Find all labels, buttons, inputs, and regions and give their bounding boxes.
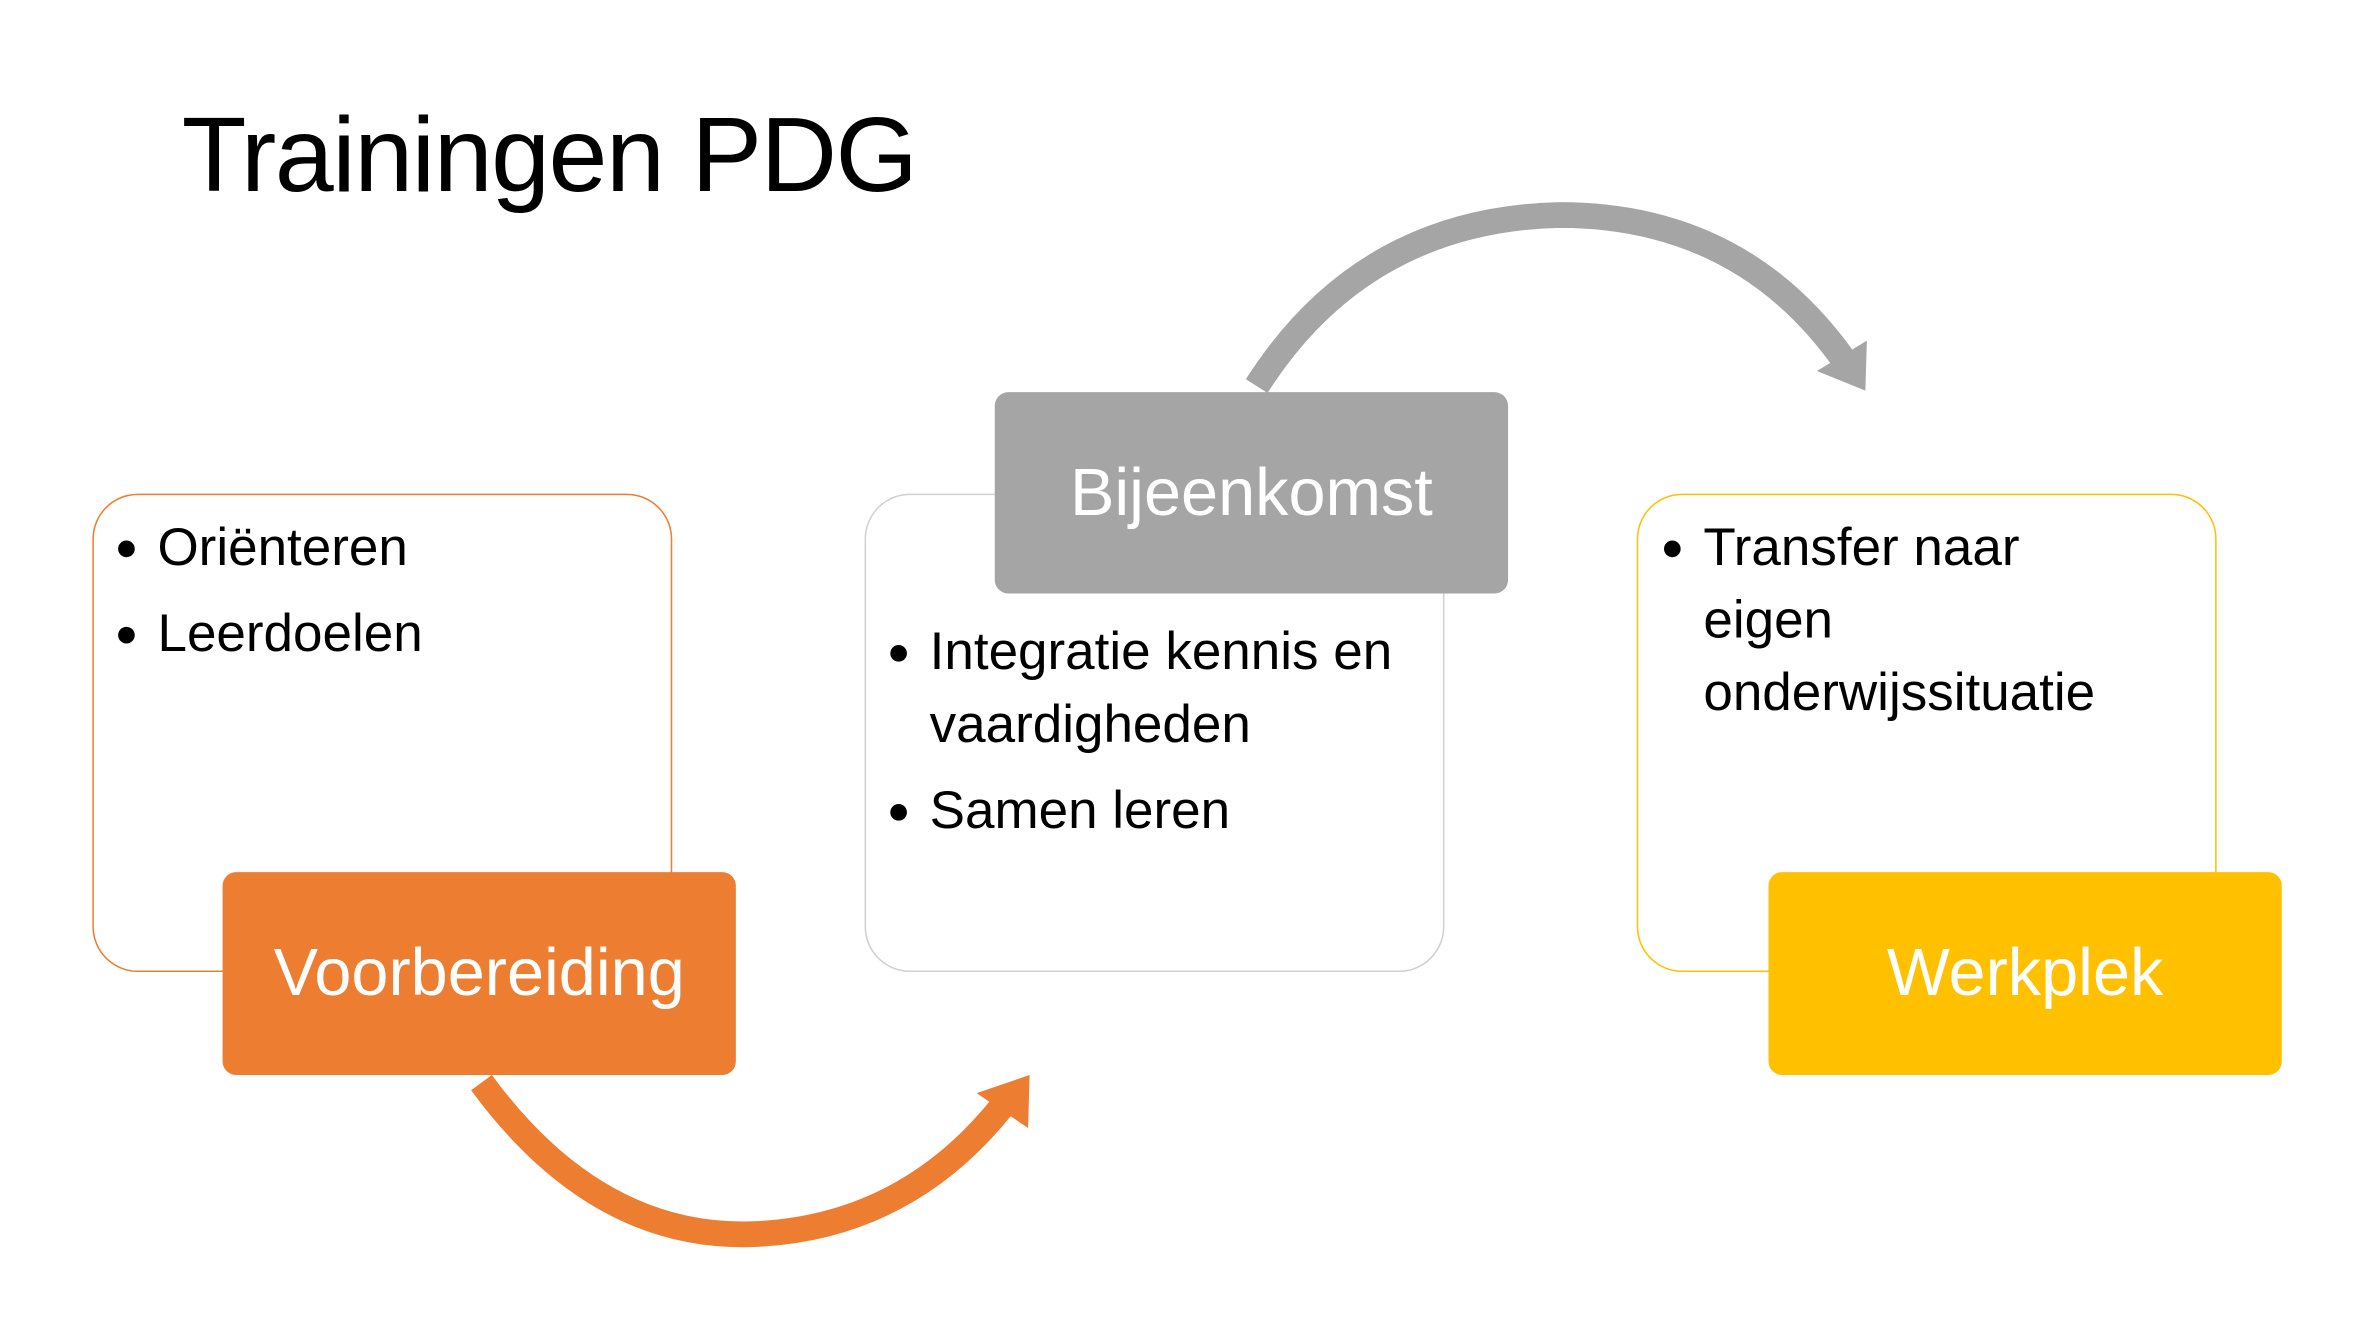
list-item: Oriënteren bbox=[115, 512, 645, 585]
gray-curved-arrow bbox=[1245, 202, 1867, 394]
list-item: Samen leren bbox=[887, 775, 1402, 848]
voorbereiding-list: Oriënteren Leerdoelen bbox=[115, 512, 645, 685]
list-item: Leerdoelen bbox=[115, 598, 645, 671]
voorbereiding-label: Voorbereiding bbox=[222, 872, 736, 1076]
orange-curved-arrow bbox=[471, 1074, 1030, 1248]
bijeenkomst-list: Integratie kennis en vaardigheden Samen … bbox=[887, 616, 1402, 861]
list-item: Transfer naar eigen onderwijssituatie bbox=[1661, 512, 2161, 730]
werkplek-label: Werkplek bbox=[1768, 872, 2282, 1076]
slide-title: Trainingen PDG bbox=[181, 95, 918, 214]
werkplek-list: Transfer naar eigen onderwijssituatie bbox=[1661, 512, 2161, 744]
bijeenkomst-label: Bijeenkomst bbox=[994, 392, 1509, 594]
list-item: Integratie kennis en vaardigheden bbox=[887, 616, 1402, 761]
